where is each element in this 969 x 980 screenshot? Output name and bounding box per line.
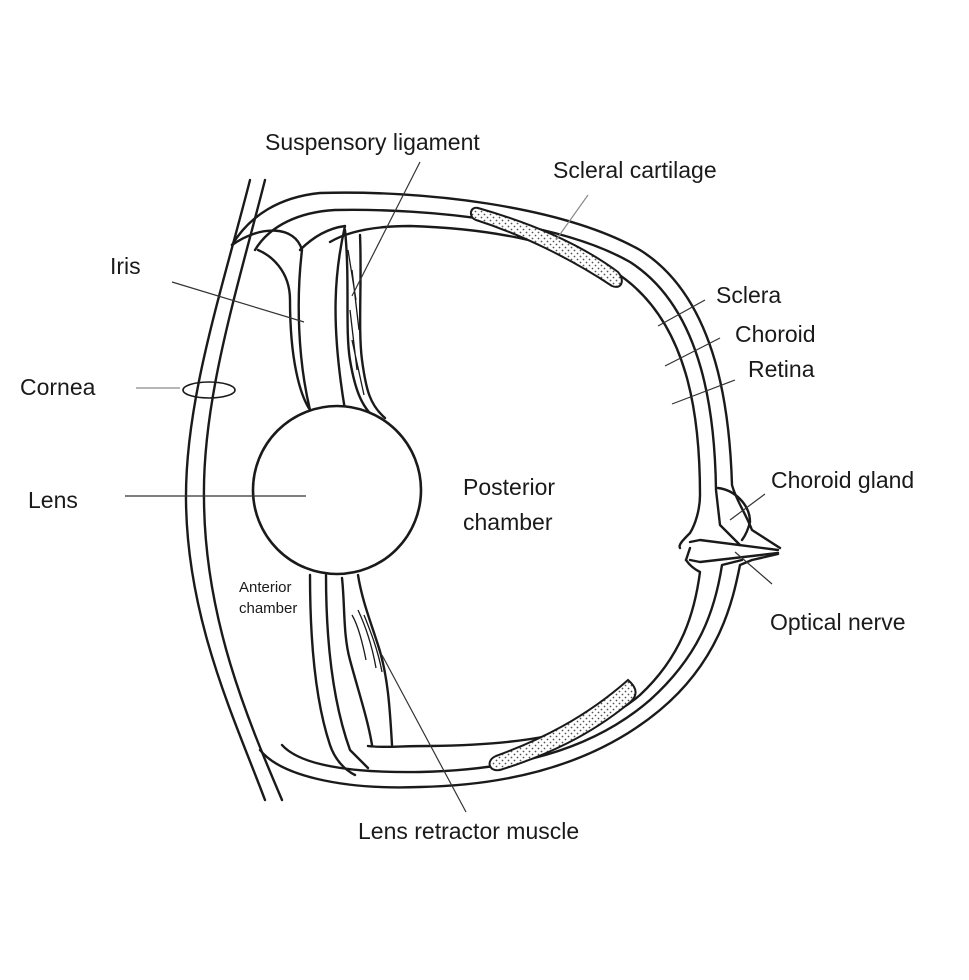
- scleral-cartilage-upper: [470, 206, 623, 288]
- label-posterior-chamber-line1: Posterior: [463, 474, 555, 500]
- label-posterior-chamber-line2: chamber: [463, 509, 553, 535]
- sclera-leader: [657, 299, 706, 327]
- label-cornea: Cornea: [20, 374, 96, 400]
- lens-retractor-muscle: [340, 573, 394, 747]
- label-optical-nerve: Optical nerve: [770, 609, 906, 635]
- choroid-gland: [716, 486, 752, 542]
- scleral-cartilage-lower: [488, 678, 637, 772]
- iris-leader: [171, 281, 305, 323]
- label-lens-retractor-muscle: Lens retractor muscle: [358, 818, 579, 844]
- label-iris: Iris: [110, 253, 141, 279]
- lens: [251, 404, 423, 576]
- cornea-marker: [182, 381, 236, 399]
- lens-retractor-muscle-leader: [381, 654, 467, 813]
- suspensory-ligament-leader: [351, 161, 421, 297]
- choroid-gland-leader: [729, 493, 766, 521]
- sclera-wall: [230, 191, 782, 789]
- optical-nerve-leader: [734, 551, 773, 585]
- label-anterior-chamber-line1: Anterior: [239, 579, 292, 596]
- iris-upper: [230, 224, 347, 412]
- label-choroid: Choroid: [735, 321, 816, 347]
- label-suspensory-ligament: Suspensory ligament: [265, 129, 480, 155]
- optical-nerve: [688, 538, 780, 564]
- label-lens: Lens: [28, 487, 78, 513]
- label-anterior-chamber-line2: chamber: [239, 600, 297, 617]
- suspensory-ligament: [343, 228, 387, 424]
- label-retina: Retina: [748, 356, 815, 382]
- scleral-cartilage-leader: [555, 194, 589, 241]
- choroid-wall: [253, 208, 744, 774]
- label-scleral-cartilage: Scleral cartilage: [553, 157, 717, 183]
- retina-leader: [671, 379, 736, 405]
- label-choroid-gland: Choroid gland: [771, 467, 914, 493]
- label-sclera: Sclera: [716, 282, 781, 308]
- iris-lower: [308, 573, 370, 777]
- cornea: [184, 178, 284, 802]
- choroid-leader: [664, 337, 721, 367]
